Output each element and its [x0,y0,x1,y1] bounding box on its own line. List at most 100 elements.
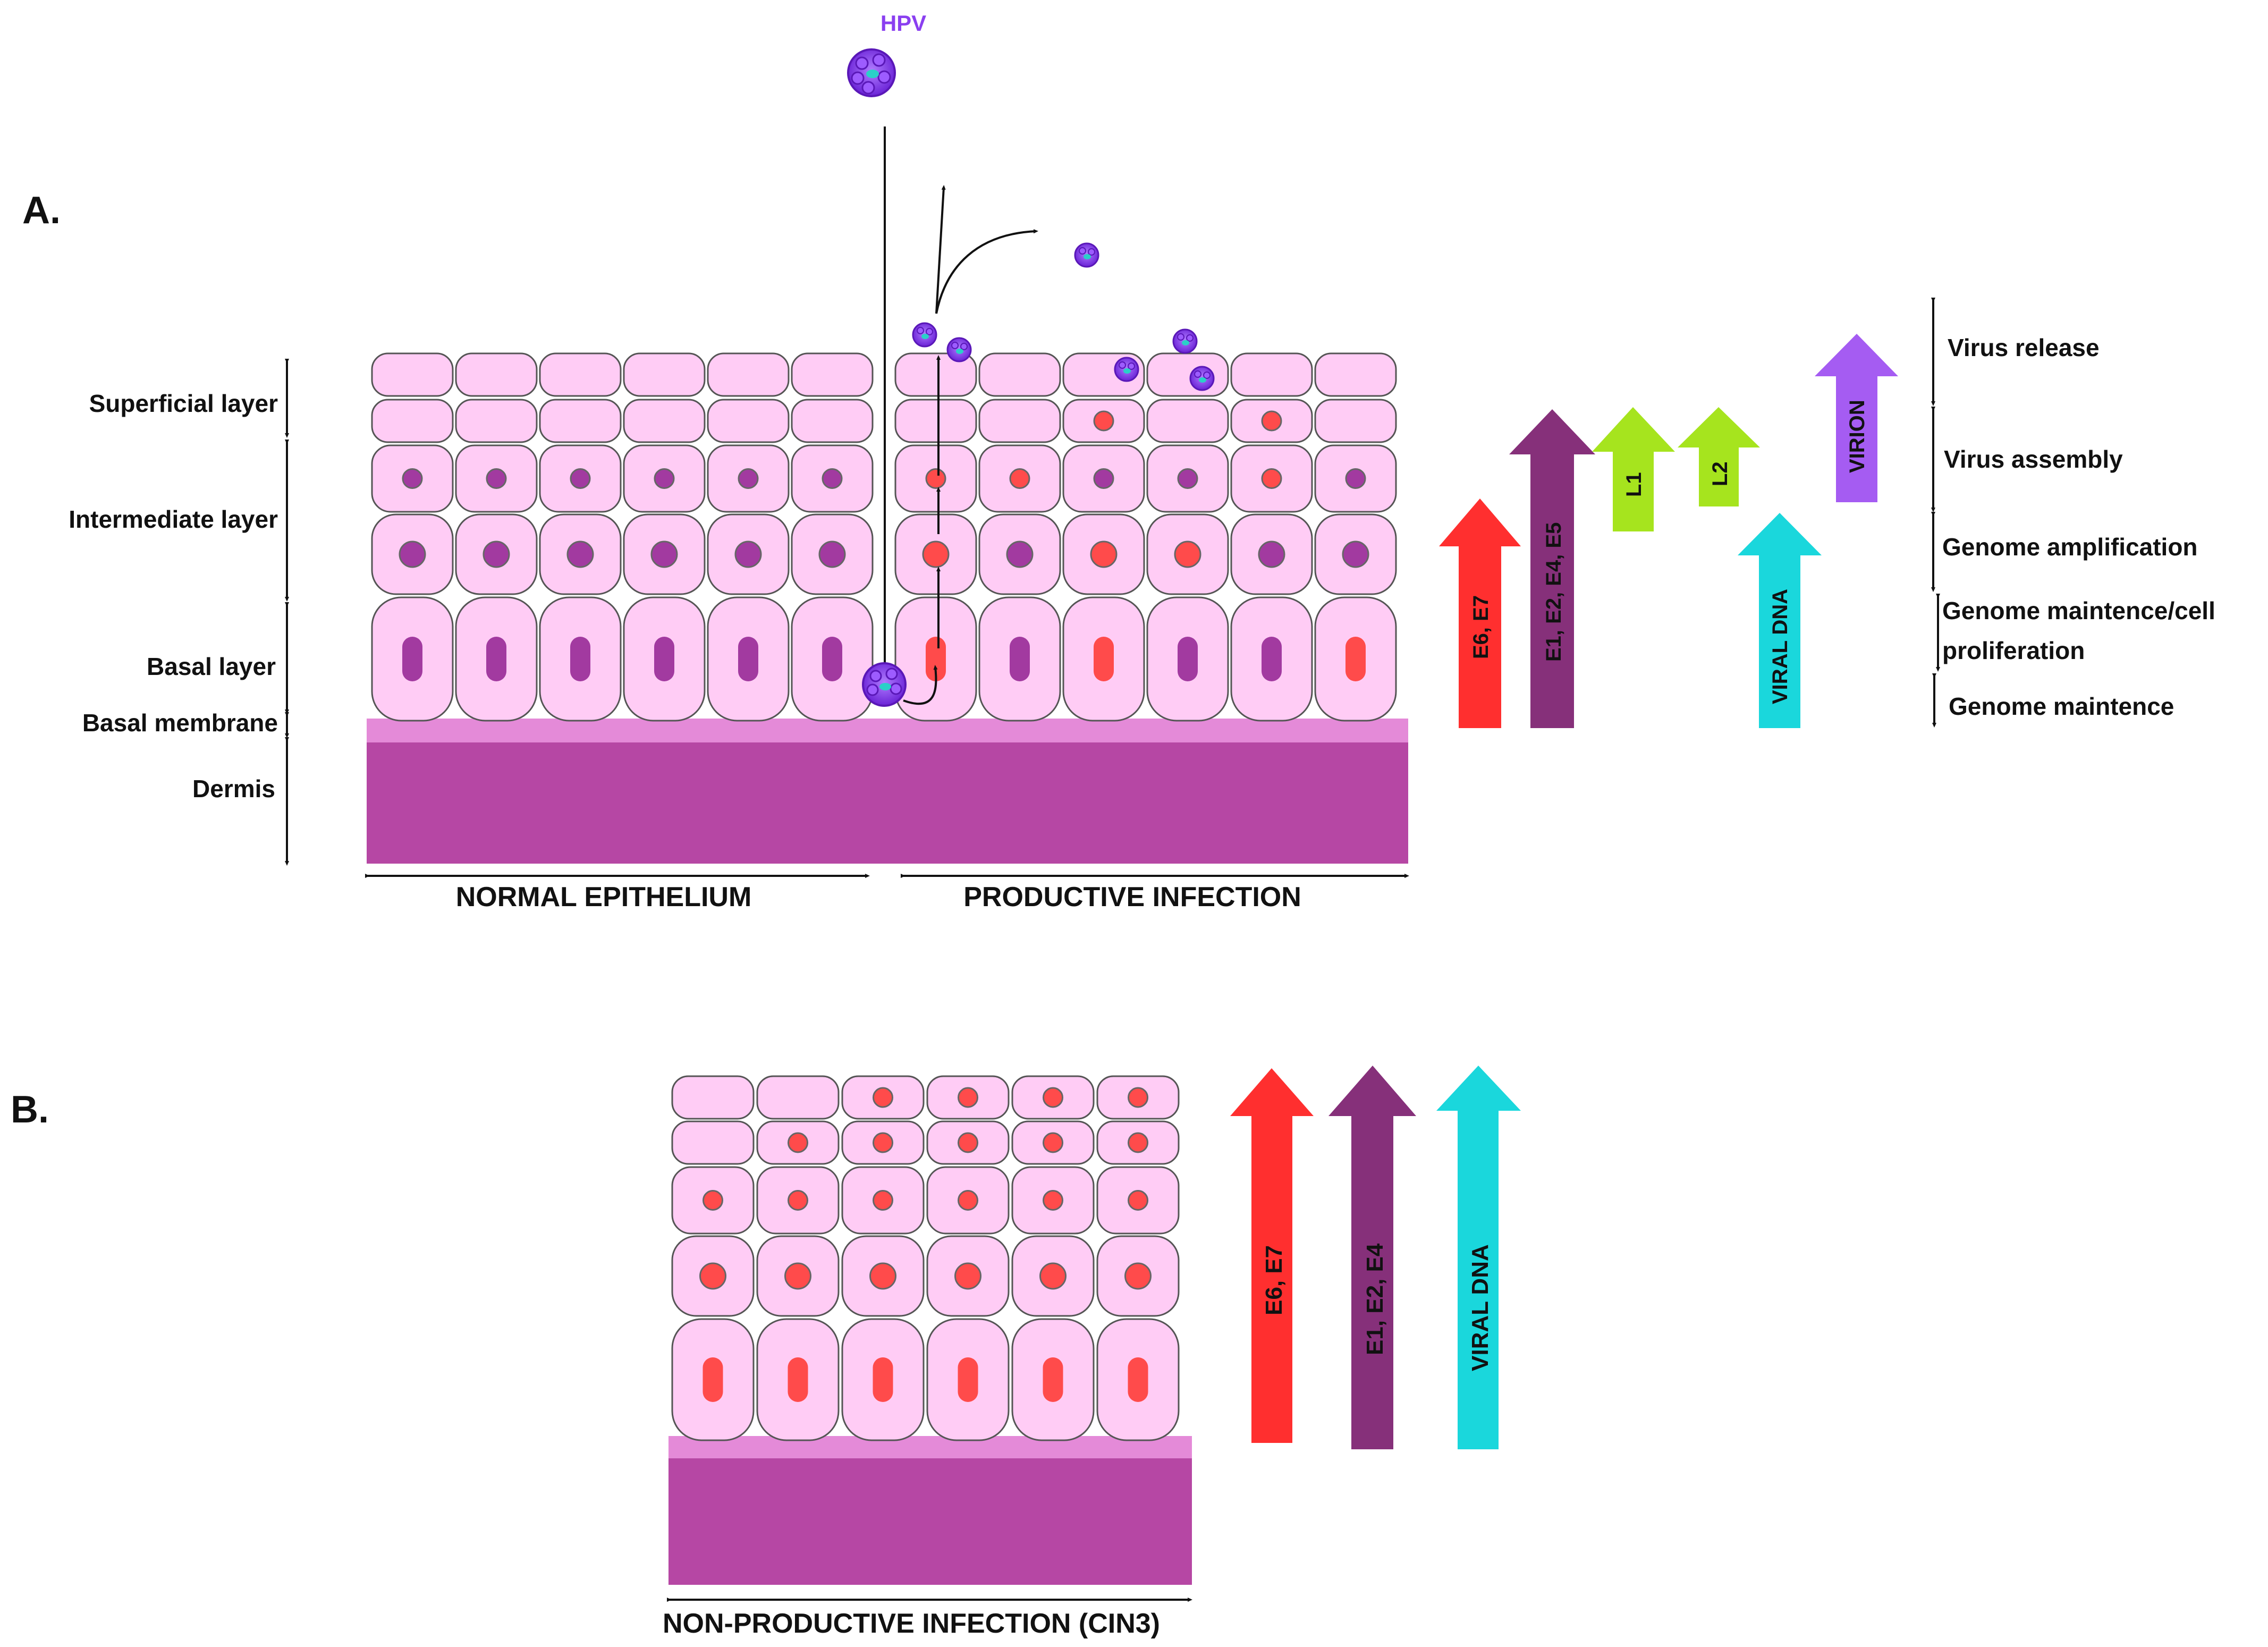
intermediate-layer-label: Intermediate layer [69,505,278,533]
basal-membrane-b [668,1436,1192,1458]
epithelial-cell [371,352,454,397]
released-virions [912,242,1215,391]
cell-nucleus [1043,1132,1063,1153]
cell-nucleus [1093,410,1114,432]
arrow-l2: L2 [1678,407,1760,506]
cell-nucleus [1043,1190,1063,1211]
cell-nucleus [566,540,594,568]
basal-layer-label: Basal layer [147,653,276,680]
cell-nucleus [958,1087,978,1108]
virion-icon [946,337,972,362]
dermis-label: Dermis [192,775,275,803]
stage-genome-amplification: Genome amplification [1942,533,2198,561]
cell-nucleus [822,468,843,489]
cell-nucleus [738,468,759,489]
stage-genome-maintenance-line2: proliferation [1942,637,2085,664]
basal-virus-icon [862,662,907,707]
cell-nucleus [570,637,590,681]
svg-text:VIRAL DNA: VIRAL DNA [1467,1244,1493,1371]
virion-icon [1114,357,1139,382]
cell-nucleus [1010,637,1030,681]
epithelial-cell [978,352,1061,397]
cell-nucleus [873,1357,893,1402]
epithelial-cell [455,399,538,443]
stage-virus-assembly: Virus assembly [1944,445,2123,473]
stage-virus-release: Virus release [1948,334,2100,361]
cell-nucleus [1261,410,1282,432]
cell-nucleus [873,1190,893,1211]
cell-nucleus [1093,468,1114,489]
cell-nucleus [873,1132,893,1153]
cell-nucleus [703,1190,723,1211]
epithelial-cell [455,352,538,397]
epithelial-cell [791,399,874,443]
epithelial-cell [1230,352,1313,397]
normal-epithelium-label: NORMAL EPITHELIUM [456,882,752,913]
virion-icon [1172,328,1198,354]
cell-nucleus [926,637,946,681]
cell-nucleus [399,540,426,568]
epithelial-cell [1146,352,1229,397]
cell-nucleus [1009,468,1030,489]
svg-text:E6, E7: E6, E7 [1469,595,1493,659]
cell-nucleus [1258,540,1285,568]
cell-nucleus [1043,1087,1063,1108]
cell-nucleus [958,1132,978,1153]
cell-nucleus [1043,1357,1063,1402]
svg-text:E6, E7: E6, E7 [1261,1245,1287,1315]
epithelial-cell [539,399,622,443]
epithelial-cell [894,352,977,397]
virion-icon [912,322,937,348]
productive-infection-label: PRODUCTIVE INFECTION [963,882,1301,913]
hpv-label: HPV [881,11,926,36]
svg-text:VIRAL DNA: VIRAL DNA [1768,589,1792,704]
cell-nucleus [788,1132,808,1153]
cell-nucleus [1128,1357,1148,1402]
epithelial-cell [707,399,790,443]
epithelial-cell [1314,352,1397,397]
virion-icon [1189,366,1215,391]
epithelial-cell [707,352,790,397]
infection-curve [903,665,938,705]
panel-b-label: B. [11,1088,49,1131]
epithelial-cell [1314,399,1397,443]
dermis-a [367,741,1408,864]
cell-nucleus [1342,540,1369,568]
hpv-virus-icon [847,48,896,97]
stage-genome-maintenance-only: Genome maintence [1949,692,2174,720]
cell-nucleus [1345,468,1366,489]
arrow-viral-dna: VIRAL DNA [1738,513,1822,728]
svg-text:L2: L2 [1708,461,1732,486]
cell-nucleus [869,1262,896,1290]
cell-nucleus [954,1262,981,1290]
cell-nucleus [1177,468,1198,489]
cell-nucleus [699,1262,726,1290]
epithelial-cell [756,1075,840,1120]
arrow-b-e1-e2-e4: E1, E2, E4 [1328,1066,1416,1449]
cell-nucleus [1128,1087,1148,1108]
superficial-layer-label: Superficial layer [89,390,278,417]
arrow-b-viral-dna: VIRAL DNA [1436,1066,1521,1449]
arrow-b-e6-e7: E6, E7 [1230,1068,1314,1443]
arrow-l1: L1 [1592,407,1675,531]
epithelium-cells-a [371,352,1397,722]
cell-nucleus [654,637,674,681]
epithelial-cell [1146,399,1229,443]
panel-a-label: A. [22,189,61,232]
svg-text:E1, E2, E4: E1, E2, E4 [1362,1243,1388,1355]
cell-nucleus [1128,1190,1148,1211]
cell-nucleus [738,637,758,681]
arrow-e6-e7: E6, E7 [1439,499,1521,728]
cell-nucleus [925,468,946,489]
cell-nucleus [873,1087,893,1108]
epithelial-cell [623,399,706,443]
cell-nucleus [1178,637,1198,681]
cell-nucleus [1090,540,1118,568]
epithelial-cell [539,352,622,397]
cell-nucleus [822,637,842,681]
cell-nucleus [1174,540,1201,568]
cell-nucleus [734,540,762,568]
cell-nucleus [784,1262,811,1290]
cell-nucleus [1128,1132,1148,1153]
cell-nucleus [654,468,675,489]
